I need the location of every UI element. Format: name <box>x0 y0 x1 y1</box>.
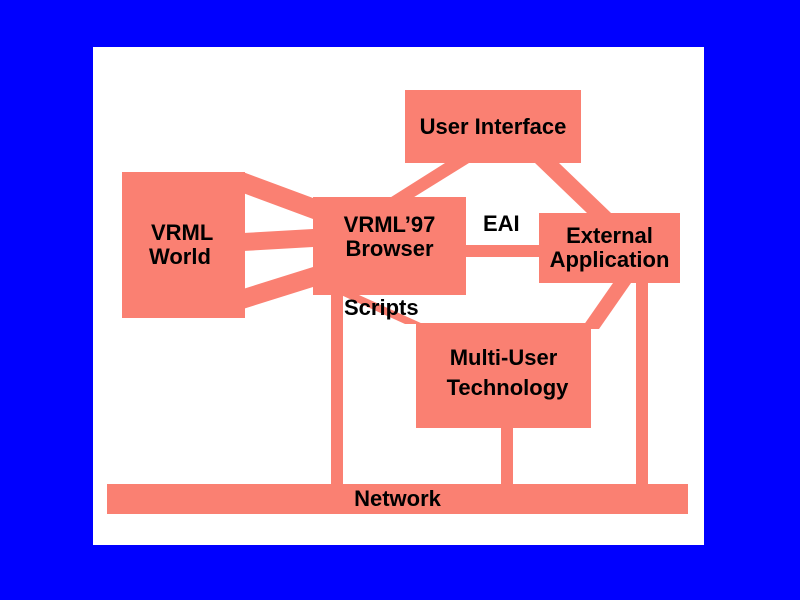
vrml-world-label-line2: World <box>149 244 211 269</box>
scripts-label: Scripts <box>344 295 419 320</box>
link-multiuser-network <box>501 427 513 485</box>
diagram-panel: User Interface VRML World VRML’97 Browse… <box>93 47 704 545</box>
external-application-label-line2: Application <box>549 247 670 272</box>
link-external-network <box>636 283 648 485</box>
link-world-browser-mid <box>243 229 313 251</box>
link-world-browser-bottom <box>243 267 313 309</box>
link-external-multiuser <box>581 283 631 329</box>
link-browser-userinterface <box>388 163 469 199</box>
vrml-browser-label-line1: VRML’97 <box>343 212 436 237</box>
eai-label: EAI <box>483 211 520 236</box>
link-browser-multiuser <box>341 295 423 324</box>
vrml-browser-label-line2: Browser <box>345 236 434 261</box>
multi-user-label-line1: Multi-User <box>449 345 558 370</box>
vrml-world-label-line1: VRML <box>151 220 214 245</box>
network-label: Network <box>354 486 441 511</box>
connector-lines <box>243 163 648 485</box>
user-interface-node: User Interface <box>405 90 581 163</box>
link-userinterface-external <box>535 163 611 213</box>
link-world-browser-top <box>243 172 313 219</box>
multi-user-label-line2: Technology <box>446 375 569 400</box>
external-application-label-line1: External <box>566 223 653 248</box>
user-interface-label: User Interface <box>419 113 567 139</box>
link-browser-network <box>331 295 343 485</box>
multi-user-technology-node: Multi-User Technology <box>416 323 591 428</box>
external-application-node: External Application <box>539 213 680 283</box>
vrml-browser-node: VRML’97 Browser <box>313 197 466 295</box>
vrml-world-node: VRML World <box>122 172 245 318</box>
network-node: Network <box>107 484 688 514</box>
link-browser-external-eai <box>466 245 541 257</box>
